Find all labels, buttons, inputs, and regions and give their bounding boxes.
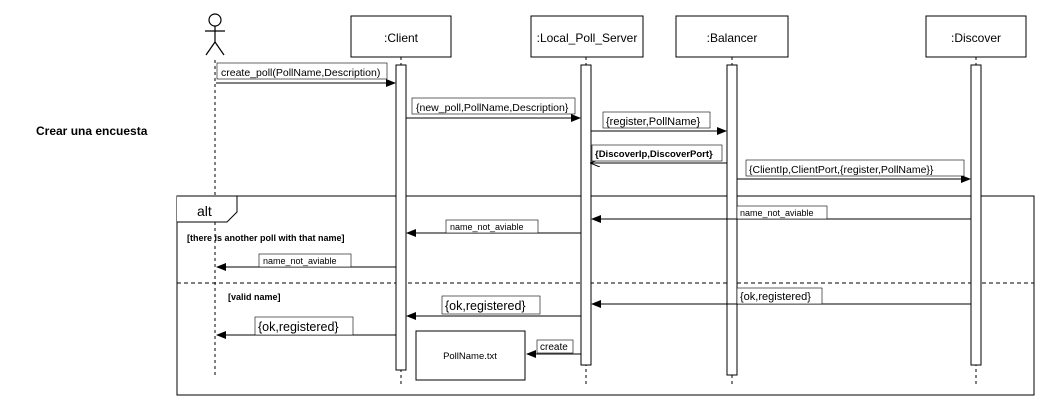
msg-create-label: create xyxy=(540,342,568,353)
msg-new-poll-label: {new_poll,PollName,Description} xyxy=(416,102,569,114)
participant-local-label: :Local_Poll_Server xyxy=(537,31,638,45)
participant-local-poll-server: :Local_Poll_Server xyxy=(530,15,644,58)
msg-name-not-aviable-2-label: name_not_aviable xyxy=(450,222,524,232)
msg-ok-registered-3-label: {ok,registered} xyxy=(258,320,339,334)
msg-ok-registered-2-label: {ok,registered} xyxy=(445,299,526,313)
file-box-label: PollName.txt xyxy=(443,351,497,362)
participant-client-label: :Client xyxy=(384,31,419,45)
alt-guard-2: [valid name] xyxy=(228,292,281,302)
alt-guard-1: [there is another poll with that name] xyxy=(187,233,345,243)
diagram-title: Crear una encuesta xyxy=(36,124,148,138)
local-activation xyxy=(580,64,592,366)
file-box: PollName.txt xyxy=(415,330,526,381)
participant-client: :Client xyxy=(350,15,452,58)
msg-register-label: {register,PollName} xyxy=(606,116,700,128)
msg-name-not-aviable-1-label: name_not_aviable xyxy=(740,208,814,218)
balancer-activation xyxy=(726,64,738,376)
client-activation xyxy=(395,64,407,371)
participant-discover-label: :Discover xyxy=(951,31,1001,45)
msg-discover-ip-label: {DiscoverIp,DiscoverPort} xyxy=(595,149,713,160)
participant-balancer-label: :Balancer xyxy=(707,31,758,45)
alt-frame: alt [there is another poll with that nam… xyxy=(176,195,1035,396)
discover-activation xyxy=(970,64,982,366)
msg-name-not-aviable-3-label: name_not_aviable xyxy=(263,256,337,266)
actor-icon xyxy=(205,13,225,56)
participant-balancer: :Balancer xyxy=(675,15,789,58)
msg-ok-registered-1-label: {ok,registered} xyxy=(740,291,811,303)
participant-discover: :Discover xyxy=(925,15,1027,58)
msg-create-poll-label: create_poll(PollName,Description) xyxy=(221,67,380,79)
msg-client-ip-label: {ClientIp,ClientPort,{register,PollName}… xyxy=(749,164,934,176)
alt-label: alt xyxy=(197,203,212,219)
